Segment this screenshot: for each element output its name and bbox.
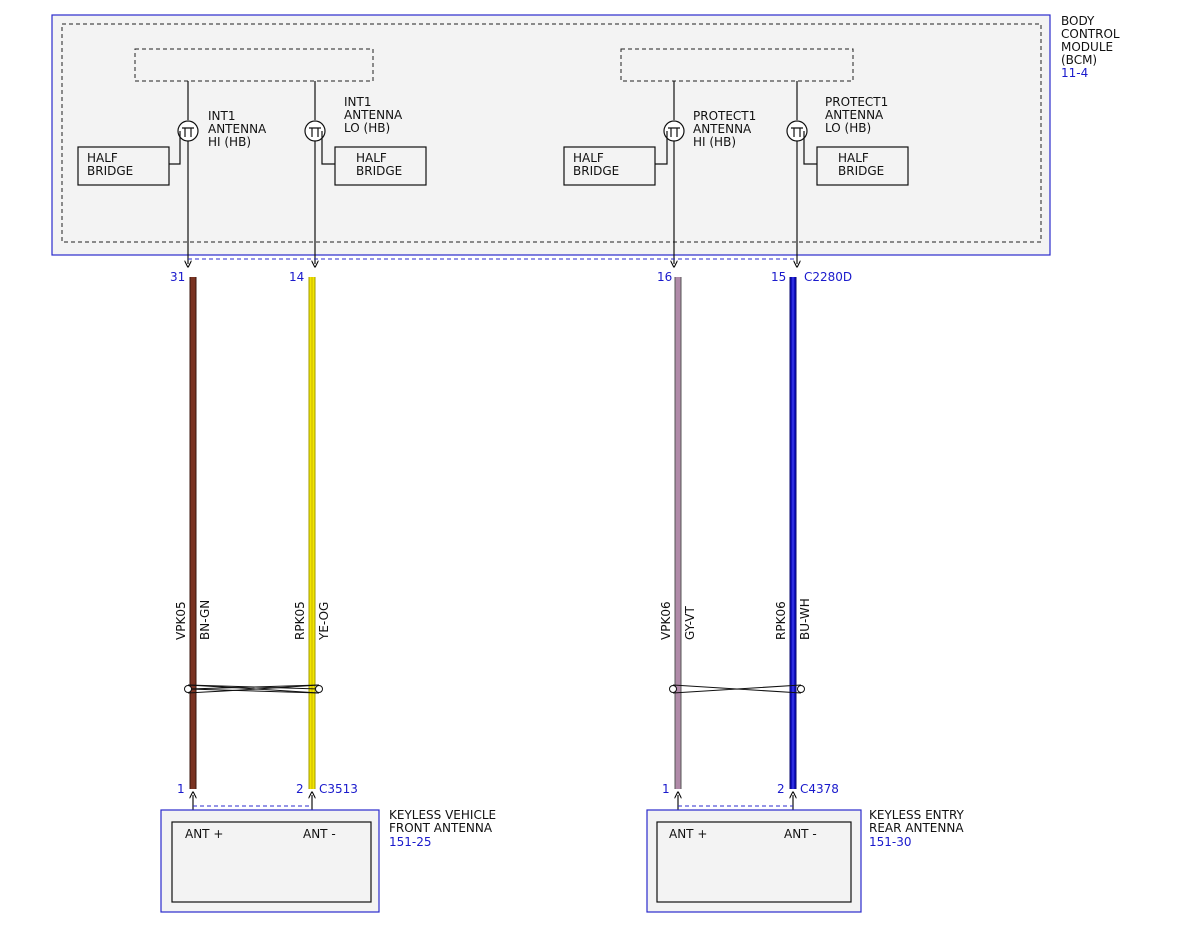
output-label: PROTECT1 ANTENNA HI (HB) (693, 109, 760, 149)
output-label: INT1 ANTENNA HI (HB) (208, 109, 270, 149)
svg-text:BU-WH: BU-WH (798, 598, 812, 640)
svg-text:YE-OG: YE-OG (317, 602, 331, 641)
pin-number: 2 (296, 782, 304, 796)
bcm-ref: 11-4 (1061, 66, 1088, 80)
front-antenna-name: KEYLESS VEHICLE FRONT ANTENNA (389, 808, 500, 835)
pin-number: 1 (177, 782, 185, 796)
front-antenna-outline (160, 809, 380, 913)
pin-number: 31 (170, 270, 185, 284)
wire-rpk06: RPK06 BU-WH (774, 277, 812, 789)
pin-label: ANT + (185, 827, 223, 841)
twisted-pair-right (669, 684, 805, 694)
half-bridge-box (77, 146, 170, 186)
pin-number: 15 (771, 270, 786, 284)
wire-rpk05: RPK05 YE-OG (293, 277, 331, 789)
pin-number: 2 (777, 782, 785, 796)
pin-label: ANT - (303, 827, 336, 841)
output-label: PROTECT1 ANTENNA LO (HB) (825, 95, 892, 135)
output-label: INT1 ANTENNA LO (HB) (344, 95, 406, 135)
bcm-logic-block-right (620, 48, 854, 82)
bcm-name: BODY CONTROL MODULE (BCM) (1061, 14, 1123, 67)
transistor-symbol-icon (177, 120, 199, 142)
pin-number: 14 (289, 270, 304, 284)
wire-vpk06: VPK06 GY-VT (659, 277, 697, 789)
connector-id: C3513 (319, 782, 358, 796)
wire-vpk05: VPK05 BN-GN (174, 277, 212, 789)
svg-text:GY-VT: GY-VT (683, 606, 697, 640)
connector-id: C2280D (804, 270, 852, 284)
pin-label: ANT + (669, 827, 707, 841)
bcm-module: BODY CONTROL MODULE (BCM) 11-4 (51, 14, 1123, 256)
half-bridge-box (334, 146, 427, 186)
pin-label: ANT - (784, 827, 817, 841)
front-antenna-body (171, 821, 372, 903)
rear-antenna-body (656, 821, 852, 903)
bcm-inner-boundary (61, 23, 1042, 243)
pin-number: 1 (662, 782, 670, 796)
twisted-pair-left (184, 684, 323, 694)
rear-antenna-ref: 151-30 (869, 835, 912, 849)
svg-text:BN-GN: BN-GN (198, 600, 212, 640)
svg-text:VPK06: VPK06 (659, 601, 673, 640)
bcm-outline (51, 14, 1051, 256)
half-bridge-box (816, 146, 909, 186)
rear-antenna-component: 1 2 C4378 ANT + ANT - KEYLESS ENTRY REAR… (646, 782, 968, 913)
half-bridge-box (563, 146, 656, 186)
front-antenna-ref: 151-25 (389, 835, 432, 849)
connector-id: C4378 (800, 782, 839, 796)
svg-text:RPK05: RPK05 (293, 601, 307, 640)
svg-text:RPK06: RPK06 (774, 601, 788, 640)
rear-antenna-name: KEYLESS ENTRY REAR ANTENNA (869, 808, 968, 835)
rear-antenna-outline (646, 809, 862, 913)
bcm-logic-block-left (134, 48, 374, 82)
front-antenna-component: 1 2 C3513 ANT + ANT - KEYLESS VEHICLE FR… (160, 782, 500, 913)
pin-number: 16 (657, 270, 672, 284)
svg-text:VPK05: VPK05 (174, 601, 188, 640)
